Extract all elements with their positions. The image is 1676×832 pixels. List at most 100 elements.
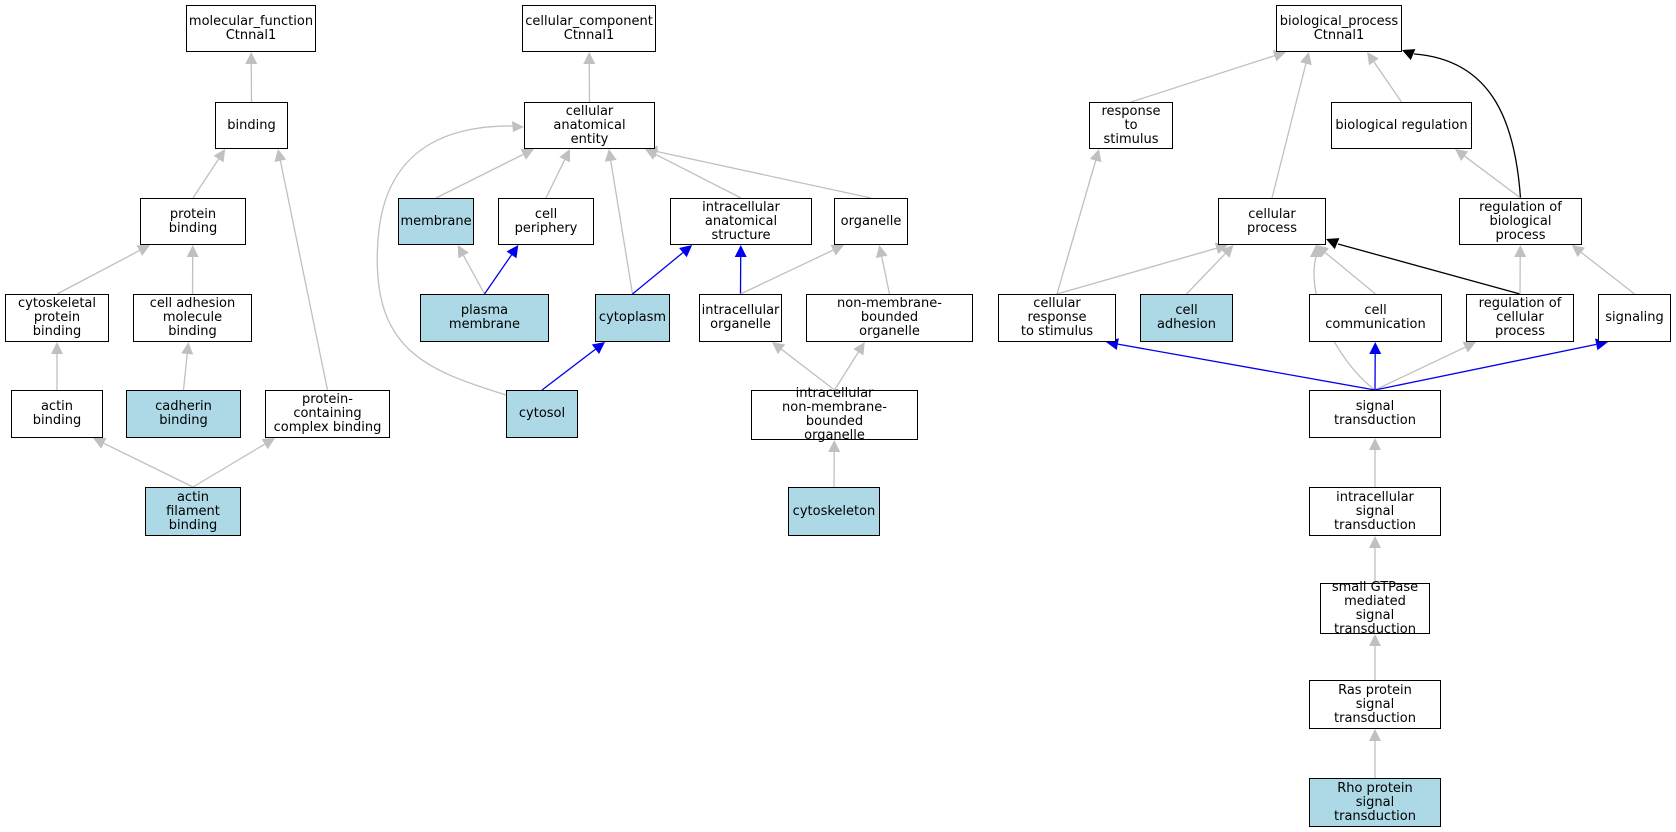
node-intracellular-signal-transduction[interactable]: intracellular signal transduction [1309,487,1441,536]
edge [1056,160,1097,295]
edge [632,252,684,295]
node-cell-communication[interactable]: cell communication [1309,294,1442,342]
edge-arrowhead [1402,49,1416,61]
edge [1130,55,1275,103]
edge-arrowhead [1462,341,1476,353]
edge-arrowhead [559,149,571,163]
edge [1374,343,1597,391]
edge [462,255,486,295]
edge [1374,346,1466,391]
node-protein-binding[interactable]: protein binding [140,198,246,245]
edge-arrowhead [772,342,786,355]
edge [192,158,220,199]
edge [1373,61,1403,103]
edge [1056,247,1217,295]
edge [483,254,513,295]
node-cell-adhesion-molecule-binding[interactable]: cell adhesion molecule binding [133,294,252,342]
node-actin-binding[interactable]: actin binding [11,390,103,438]
edge-arrowhead [1369,729,1381,741]
node-response-to-stimulus[interactable]: response to stimulus [1089,102,1173,149]
node-protein-containing-complex-binding[interactable]: protein-containing complex binding [265,390,390,438]
edge-arrowhead [591,342,605,355]
node-cellular-component-root[interactable]: cellular_component Ctnnal1 [522,5,656,52]
edge-arrowhead [261,438,275,450]
node-cytosol[interactable]: cytosol [506,390,578,438]
node-cytoskeleton[interactable]: cytoskeleton [788,487,880,536]
edge [192,443,266,488]
node-intracellular-non-membrane-bounded-organelle[interactable]: intracellular non-membrane-bounded organ… [751,387,918,443]
edge-arrowhead [1089,149,1102,163]
node-signaling[interactable]: signaling [1598,294,1671,342]
node-regulation-of-cellular-process[interactable]: regulation of cellular process [1466,294,1574,342]
node-binding[interactable]: binding [215,102,288,149]
edge-arrowhead [1367,52,1379,66]
edge-arrowhead [734,245,747,258]
node-biological-regulation[interactable]: biological regulation [1331,102,1472,149]
edge [435,153,524,199]
node-organelle[interactable]: organelle [834,198,908,245]
edge-arrowhead [245,52,258,65]
edge [740,249,834,295]
edge-arrowhead [1369,634,1381,646]
node-plasma-membrane[interactable]: plasma membrane [420,294,549,342]
edge-arrowhead [51,342,63,354]
node-signal-transduction[interactable]: signal transduction [1309,390,1441,438]
edge [541,348,596,391]
node-cellular-process[interactable]: cellular process [1218,198,1326,245]
edge [781,348,835,391]
edge-arrowhead [457,245,469,259]
edge-arrowhead [186,245,199,258]
node-cytoplasm[interactable]: cytoplasm [595,294,670,342]
edge [656,150,872,199]
edge-arrowhead [1220,245,1234,258]
edge-arrowhead [512,121,524,132]
edge-arrowhead [1310,245,1322,257]
node-cadherin-binding[interactable]: cadherin binding [126,390,241,438]
edge [1271,63,1307,199]
edge [655,153,742,199]
edge-arrowhead [136,245,150,256]
edge-arrowhead [875,245,888,258]
edge-arrowhead [1272,49,1286,62]
edge [545,159,566,199]
node-cellular-anatomical-entity[interactable]: cellular anatomical entity [524,102,655,149]
edge [1324,252,1376,295]
edge-arrowhead [213,149,226,163]
node-non-membrane-bounded-organelle[interactable]: non-membrane-bounded organelle [806,294,973,342]
edge-arrowhead [583,52,596,65]
node-cytoskeletal-protein-binding[interactable]: cytoskeletal protein binding [5,294,109,342]
edge [103,442,194,488]
node-cellular-response-to-stimulus[interactable]: cellular response to stimulus [998,294,1116,342]
edge-arrowhead [679,245,693,258]
edge [1186,253,1226,295]
node-biological-process-root[interactable]: biological_process Ctnnal1 [1276,5,1402,52]
edge-arrowhead [1316,245,1330,258]
node-small-gtpase-mediated-signal-transduction[interactable]: small GTPase mediated signal transductio… [1320,580,1430,636]
edge [1117,343,1376,391]
edge-arrowhead [1571,245,1585,258]
edge [1337,243,1521,295]
edge-arrowhead [1300,52,1312,66]
edge [56,250,140,295]
edge [279,160,329,391]
edge-arrowhead [604,149,617,162]
node-rho-protein-signal-transduction[interactable]: Rho protein signal transduction [1309,778,1441,827]
edge-arrowhead [1369,536,1381,548]
node-actin-filament-binding[interactable]: actin filament binding [145,487,241,536]
node-regulation-of-biological-process[interactable]: regulation of biological process [1459,198,1582,245]
node-intracellular-organelle[interactable]: intracellular organelle [699,294,782,342]
edge-arrowhead [830,244,844,256]
node-ras-protein-signal-transduction[interactable]: Ras protein signal transduction [1309,680,1441,729]
node-intracellular-anatomical-structure[interactable]: intracellular anatomical structure [670,198,812,245]
edge-arrowhead [520,149,534,160]
node-membrane[interactable]: membrane [398,198,474,245]
edge [881,256,891,295]
node-cell-adhesion[interactable]: cell adhesion [1140,294,1233,342]
edge-arrowhead [828,440,841,453]
node-molecular-function-root[interactable]: molecular_function Ctnnal1 [186,5,316,52]
edge-arrowhead [1369,438,1381,450]
node-cell-periphery[interactable]: cell periphery [498,198,594,245]
edge [610,160,634,295]
